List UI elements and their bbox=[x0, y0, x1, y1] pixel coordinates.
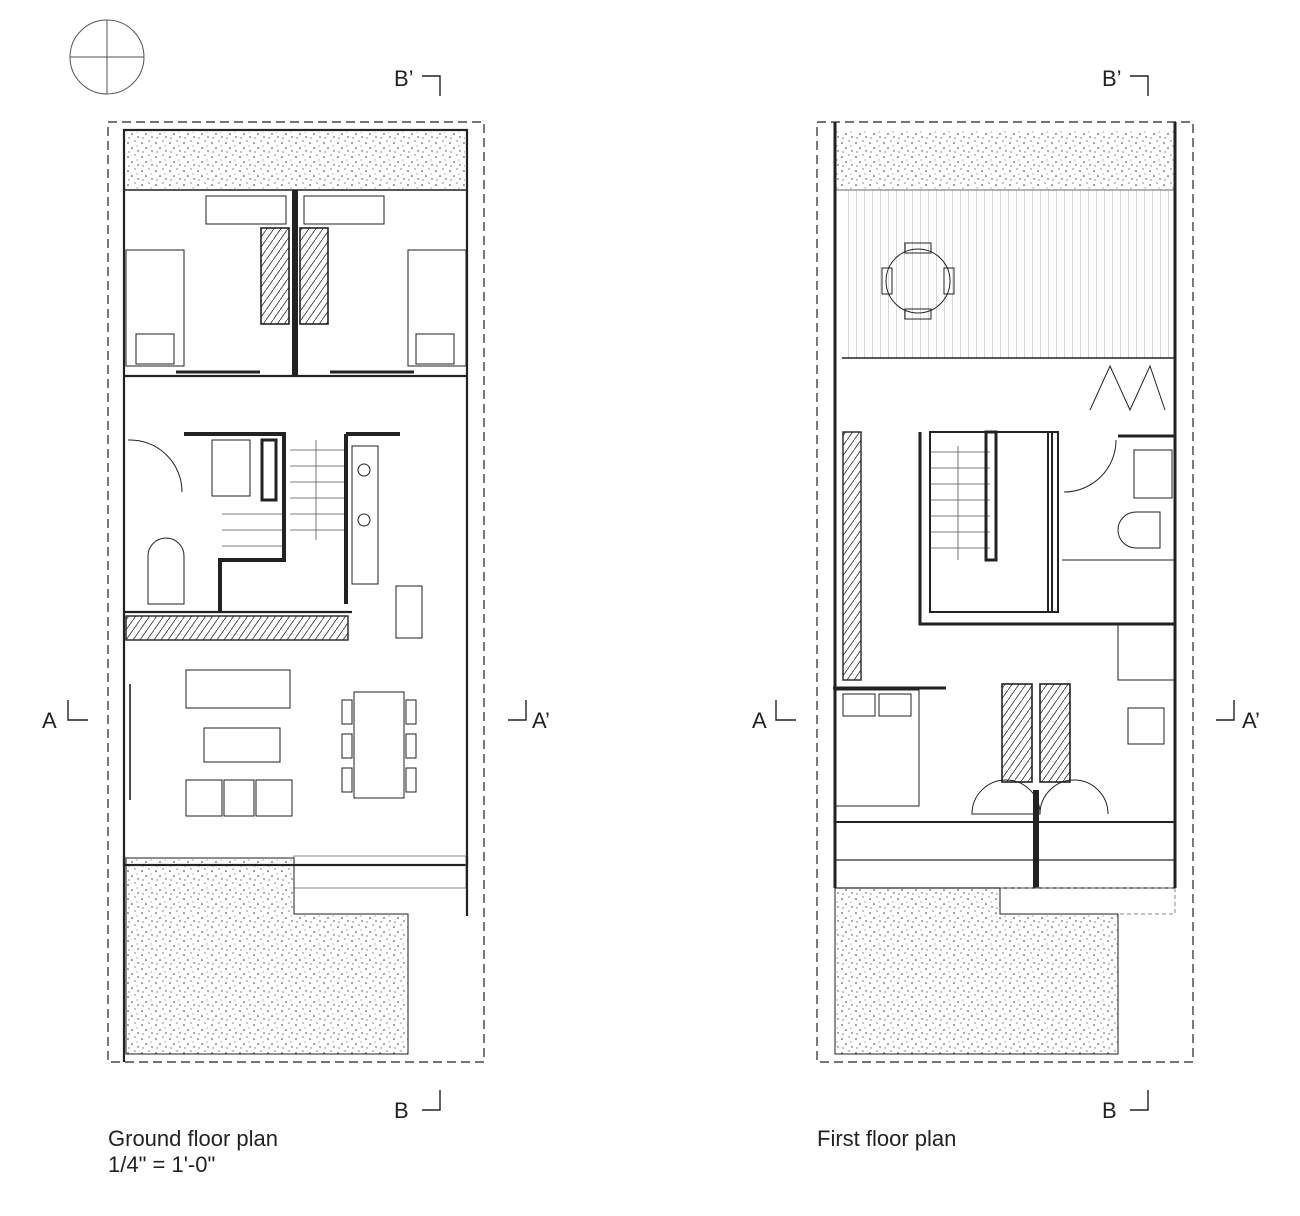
toilet bbox=[147, 537, 185, 605]
round-table bbox=[885, 248, 951, 314]
sink bbox=[211, 439, 251, 497]
first-floor-title: First floor plan bbox=[817, 1126, 957, 1151]
section-mark-a-ground: A bbox=[42, 700, 88, 733]
bed-left bbox=[125, 249, 185, 367]
sink bbox=[1133, 449, 1173, 499]
planter-top bbox=[835, 130, 1175, 190]
section-mark-b-prime-first: B’ bbox=[1102, 66, 1149, 96]
svg-text:A: A bbox=[42, 708, 57, 733]
bookshelf bbox=[842, 431, 862, 681]
garden-bottom bbox=[125, 857, 409, 1055]
section-mark-a-prime-first: A’ bbox=[1216, 700, 1260, 733]
section-mark-b-first: B bbox=[1102, 1090, 1149, 1123]
first-floor-plan bbox=[816, 121, 1194, 1063]
planter-top bbox=[126, 132, 465, 190]
property-line bbox=[107, 121, 485, 1063]
bike-parking bbox=[293, 855, 467, 889]
kitchen-counter bbox=[351, 445, 379, 585]
exterior-wall bbox=[122, 128, 469, 867]
section-mark-a-prime-ground: A’ bbox=[508, 700, 550, 733]
toilet bbox=[1117, 511, 1161, 549]
section-mark-a-first: A bbox=[752, 700, 796, 733]
bed bbox=[834, 689, 920, 807]
svg-text:A’: A’ bbox=[1242, 708, 1260, 733]
compass-icon bbox=[69, 19, 145, 95]
property-line bbox=[816, 121, 1194, 1063]
sofa bbox=[185, 669, 291, 709]
svg-text:A’: A’ bbox=[532, 708, 550, 733]
svg-text:A: A bbox=[752, 708, 767, 733]
svg-text:B’: B’ bbox=[1102, 66, 1122, 91]
drawing-scale: 1/4" = 1'-0" bbox=[108, 1152, 216, 1177]
garden-bottom bbox=[834, 887, 1119, 1055]
dining-table bbox=[353, 691, 405, 799]
stair bbox=[930, 446, 990, 560]
svg-text:B: B bbox=[1102, 1098, 1117, 1123]
section-mark-b-prime-ground: B’ bbox=[394, 66, 441, 96]
first-floor-caption: First floor plan bbox=[817, 1126, 956, 1152]
ground-floor-title: Ground floor plan bbox=[108, 1126, 278, 1151]
roof-deck bbox=[842, 190, 1175, 358]
ground-floor-caption: Ground floor plan 1/4" = 1'-0" bbox=[108, 1126, 278, 1178]
svg-text:B’: B’ bbox=[394, 66, 414, 91]
bed-right bbox=[407, 249, 467, 367]
bookshelf bbox=[125, 615, 349, 641]
stair bbox=[222, 440, 346, 547]
coffee-table bbox=[203, 727, 281, 763]
svg-text:B: B bbox=[394, 1098, 409, 1123]
ground-floor-plan bbox=[107, 121, 485, 1063]
section-mark-b-ground: B bbox=[394, 1090, 441, 1123]
